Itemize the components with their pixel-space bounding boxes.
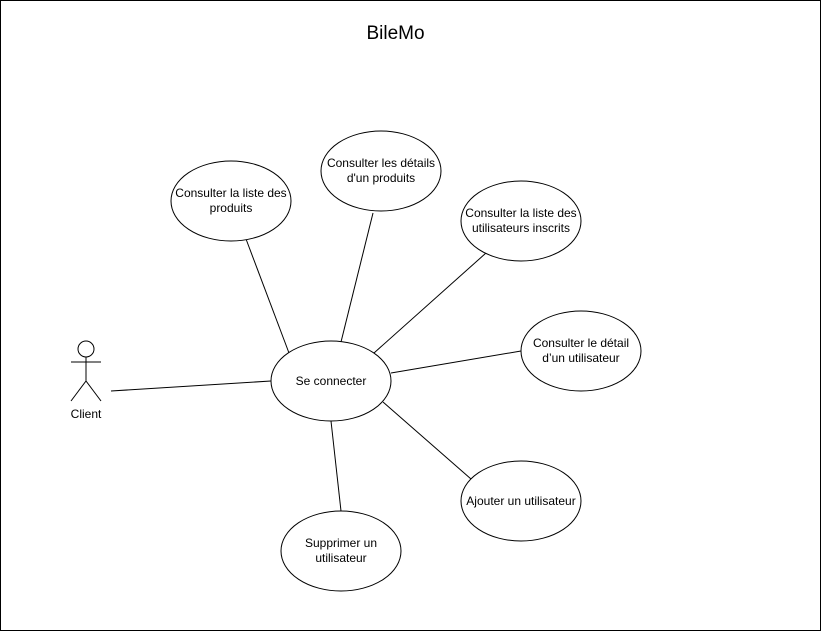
line-user-detail <box>390 350 522 374</box>
diagram-title: BileMo <box>366 23 425 44</box>
line-list-users <box>373 252 487 354</box>
use-case-list-users <box>460 180 582 262</box>
use-case-product-details-label: Consulter les détails d'un produits <box>326 156 436 185</box>
use-case-user-detail-label: Consulter le détail d’un utilisateur <box>532 336 630 365</box>
use-case-delete-user-label: Supprimer un utilisateur <box>304 536 378 565</box>
use-case-list-products <box>170 160 292 242</box>
line-list-products <box>245 238 290 354</box>
line-delete-user <box>330 420 342 512</box>
actor-connect-line <box>110 380 272 392</box>
use-case-list-users-label: Consulter la liste des utilisateurs insc… <box>465 206 577 235</box>
use-case-delete-user <box>280 510 402 592</box>
use-case-list-products-label: Consulter la liste des produits <box>175 186 287 215</box>
actor-figure <box>70 340 102 402</box>
actor-label: Client <box>70 407 102 421</box>
use-case-add-user <box>460 460 582 542</box>
use-case-se-connecter <box>270 340 392 422</box>
use-case-add-user-label: Ajouter un utilisateur <box>466 493 576 508</box>
use-case-product-details <box>320 130 442 212</box>
line-product-details <box>340 212 374 343</box>
use-case-se-connecter-label: Se connecter <box>295 373 367 388</box>
line-add-user <box>382 401 472 480</box>
use-case-user-detail <box>520 310 642 392</box>
